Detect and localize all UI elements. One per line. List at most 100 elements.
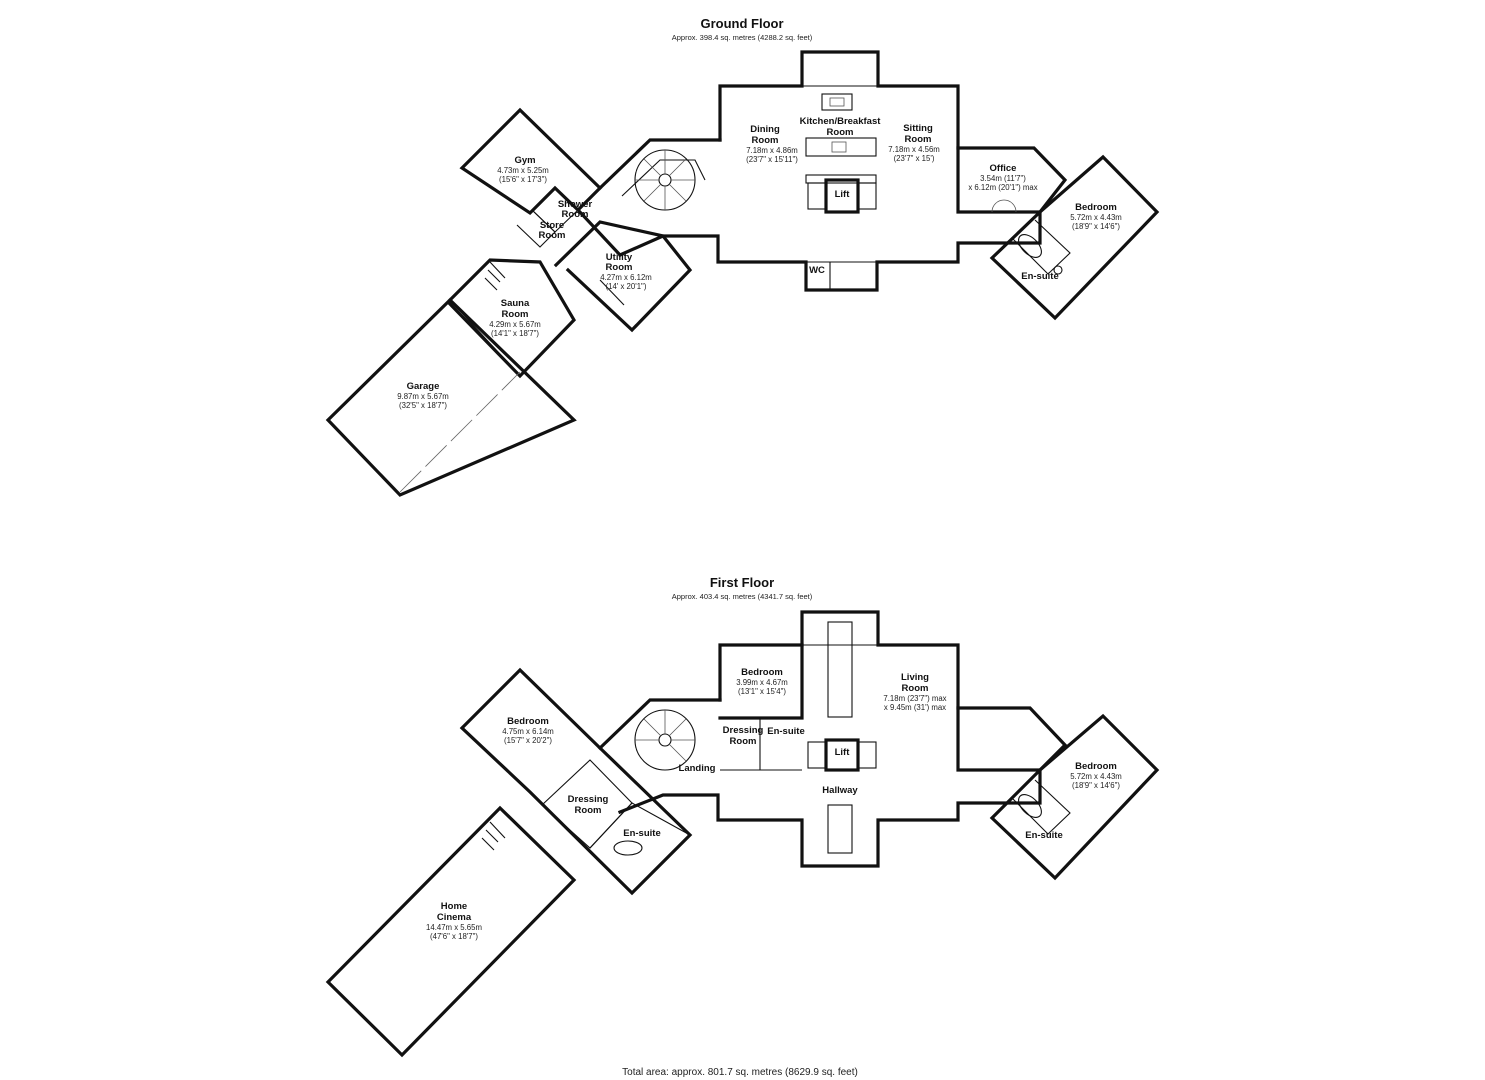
sauna-room-name-2: Room [502, 309, 529, 320]
utility-room-name: Utility [606, 252, 633, 263]
office-door [991, 199, 1017, 213]
gym-dim-1: 4.73m x 5.25m [497, 166, 549, 175]
gym-dim-2: (15'6" x 17'3") [499, 175, 547, 184]
living-room-name-2: Room [902, 683, 929, 694]
cinema-name: Home [441, 901, 467, 912]
garage-dim-2: (32'5" x 18'7") [399, 401, 447, 410]
sitting-room-name-2: Room [905, 134, 932, 145]
first-link-wall [597, 698, 722, 751]
shower-room-name: Shower [558, 199, 593, 210]
garage-wall [325, 297, 577, 497]
ground-floor-plan: Ground Floor Approx. 398.4 sq. metres (4… [325, 16, 1160, 497]
store-room-name: Store [540, 220, 564, 231]
sitting-room-dim-1: 7.18m x 4.56m [888, 145, 940, 154]
first-floor-area: Approx. 403.4 sq. metres (4341.7 sq. fee… [672, 592, 813, 601]
sauna-garage-divider [449, 299, 521, 377]
first-bedroom-centre-name: Bedroom [741, 667, 783, 678]
wc-name: WC [809, 265, 825, 276]
first-bedroom-right-name: Bedroom [1075, 761, 1117, 772]
office-wall [956, 146, 1068, 215]
ground-ensuite-name: En-suite [1021, 271, 1058, 282]
landing-name: Landing [679, 763, 716, 774]
first-ensuite-right-name: En-suite [1025, 830, 1062, 841]
living-room-name: Living [901, 672, 929, 683]
first-bedroom-left-name: Bedroom [507, 716, 549, 727]
dining-room-name-2: Room [752, 135, 779, 146]
first-cupboard-right [857, 741, 877, 769]
ground-link-wall [597, 138, 722, 191]
ground-bedroom-dim-1: 5.72m x 4.43m [1070, 213, 1122, 222]
total-area: Total area: approx. 801.7 sq. metres (86… [622, 1067, 858, 1078]
office-dim-2: x 6.12m (20'1") max [968, 183, 1037, 192]
first-ensuite-centre-name: En-suite [767, 726, 804, 737]
sitting-room-dim-2: (23'7" x 15') [894, 154, 935, 163]
sink-icon [829, 97, 845, 107]
first-dressing-centre-name: Dressing [723, 725, 764, 736]
utility-room-dim-2: (14' x 20'1") [606, 282, 647, 291]
first-bedroom-partition [718, 643, 804, 720]
bath-icon [613, 840, 643, 856]
kitchen-name-2: Room [827, 127, 854, 138]
ground-bedroom-dim-2: (18'9" x 14'6") [1072, 222, 1120, 231]
first-bedroom-centre-dim-2: (13'1" x 15'4") [738, 687, 786, 696]
first-spiral-stair [634, 709, 696, 771]
garage-name: Garage [407, 381, 440, 392]
bath-icon [1018, 234, 1042, 258]
first-central-block-wall [617, 610, 1042, 868]
toilet-icon [1053, 265, 1063, 275]
dining-room-dim-2: (23'7" x 15'11") [746, 155, 798, 164]
utility-counter [599, 279, 625, 306]
ground-spiral-stair [634, 149, 696, 211]
home-cinema-wall [325, 805, 577, 1058]
kitchen-island [805, 137, 877, 157]
first-dressing-centre-name-2: Room [730, 736, 757, 747]
living-room-dim-1: 7.18m (23'7") max [883, 694, 946, 703]
garage-door-line [399, 371, 521, 493]
cinema-dim-1: 14.47m x 5.65m [426, 923, 482, 932]
kitchen-sink-island [821, 93, 853, 111]
first-bedroom-wing-wall [989, 713, 1160, 881]
first-left-bedroom-wall [459, 667, 693, 896]
kitchen-name: Kitchen/Breakfast [800, 116, 882, 127]
store-room-name-2: Room [539, 230, 566, 241]
sauna-room-dim-1: 4.29m x 5.67m [489, 320, 541, 329]
office-dim-1: 3.54m (11'7") [980, 174, 1026, 183]
utility-room-wall [553, 207, 693, 333]
ground-bedroom-wing-wall [989, 154, 1160, 321]
first-floor-title: First Floor [710, 575, 774, 590]
first-ensuite-left-name: En-suite [623, 828, 660, 839]
hob-icon [831, 141, 847, 153]
first-bedroom-left-dim-2: (15'7" x 20'2") [504, 736, 552, 745]
shower-room-name-2: Room [562, 209, 589, 220]
first-bedroom-left-dim-1: 4.75m x 6.14m [502, 727, 554, 736]
utility-room-name-2: Room [606, 262, 633, 273]
sitting-room-name: Sitting [903, 123, 933, 134]
bath-icon [1018, 794, 1042, 818]
utility-room-dim-1: 4.27m x 6.12m [600, 273, 652, 282]
dining-room-dim-1: 7.18m x 4.86m [746, 146, 798, 155]
living-room-dim-2: x 9.45m (31') max [884, 703, 946, 712]
first-floor-plan: First Floor Approx. 403.4 sq. metres (43… [325, 575, 1160, 1058]
ground-lift-name: Lift [835, 189, 851, 200]
rooflight-bottom [827, 804, 853, 854]
first-dressing-left-name: Dressing [568, 794, 609, 805]
garage-dim-1: 9.87m x 5.67m [397, 392, 449, 401]
ground-central-block-wall [617, 50, 1042, 292]
first-bedroom-centre-dim-1: 3.99m x 4.67m [736, 678, 788, 687]
first-stair-icon [481, 821, 506, 851]
cinema-name-2: Cinema [437, 912, 472, 923]
first-cupboard-left [807, 741, 827, 769]
hallway-name: Hallway [822, 785, 858, 796]
ground-floor-title: Ground Floor [700, 16, 783, 31]
dressing-ensuite-partition [720, 718, 802, 771]
sauna-room-dim-2: (14'1" x 18'7") [491, 329, 539, 338]
ground-bedroom-name: Bedroom [1075, 202, 1117, 213]
sauna-room-name: Sauna [501, 298, 530, 309]
gym-name: Gym [514, 155, 535, 166]
cinema-dim-2: (47'6" x 18'7") [430, 932, 478, 941]
dining-room-name: Dining [750, 124, 780, 135]
first-lift-name: Lift [835, 747, 851, 758]
kitchen-cupboard-right [857, 182, 877, 210]
first-bedroom-right-dim-1: 5.72m x 4.43m [1070, 772, 1122, 781]
